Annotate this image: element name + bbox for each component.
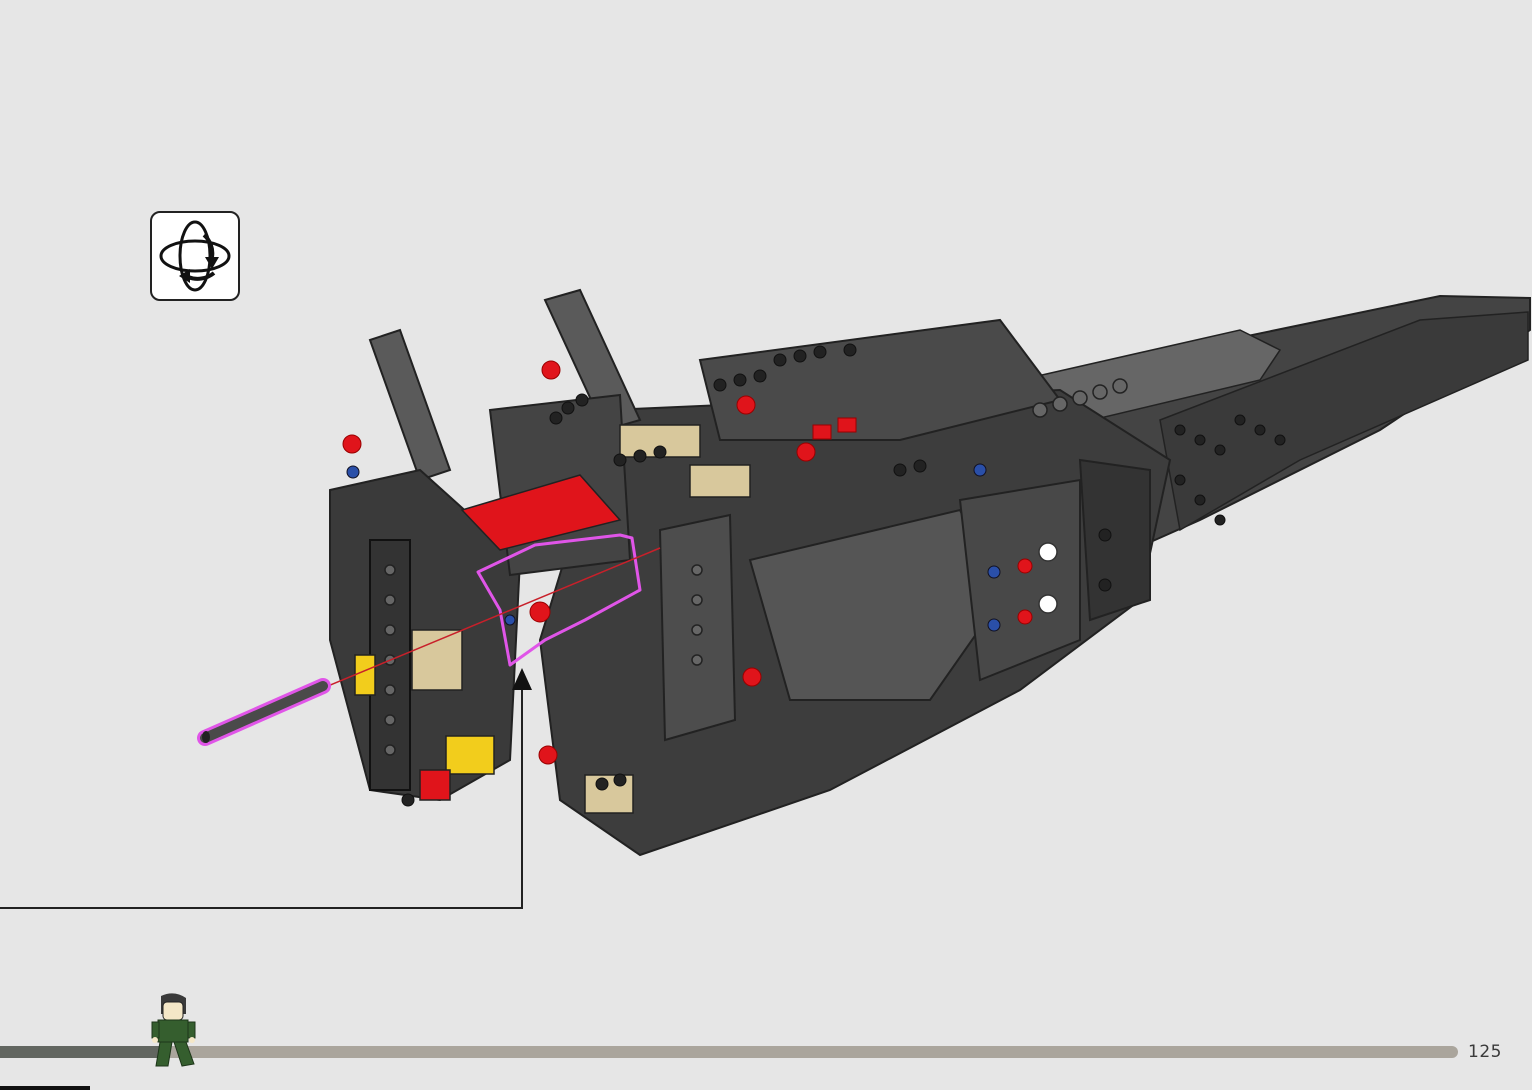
spaceship-body <box>330 290 1530 855</box>
technic-axle-part <box>202 686 323 743</box>
progress-bar-fill <box>0 1046 169 1058</box>
page-edge-tab <box>0 1086 90 1090</box>
minifigure-progress-icon <box>148 992 200 1072</box>
page-number: 125 <box>1468 1042 1502 1062</box>
progress-bar <box>0 1046 1458 1058</box>
